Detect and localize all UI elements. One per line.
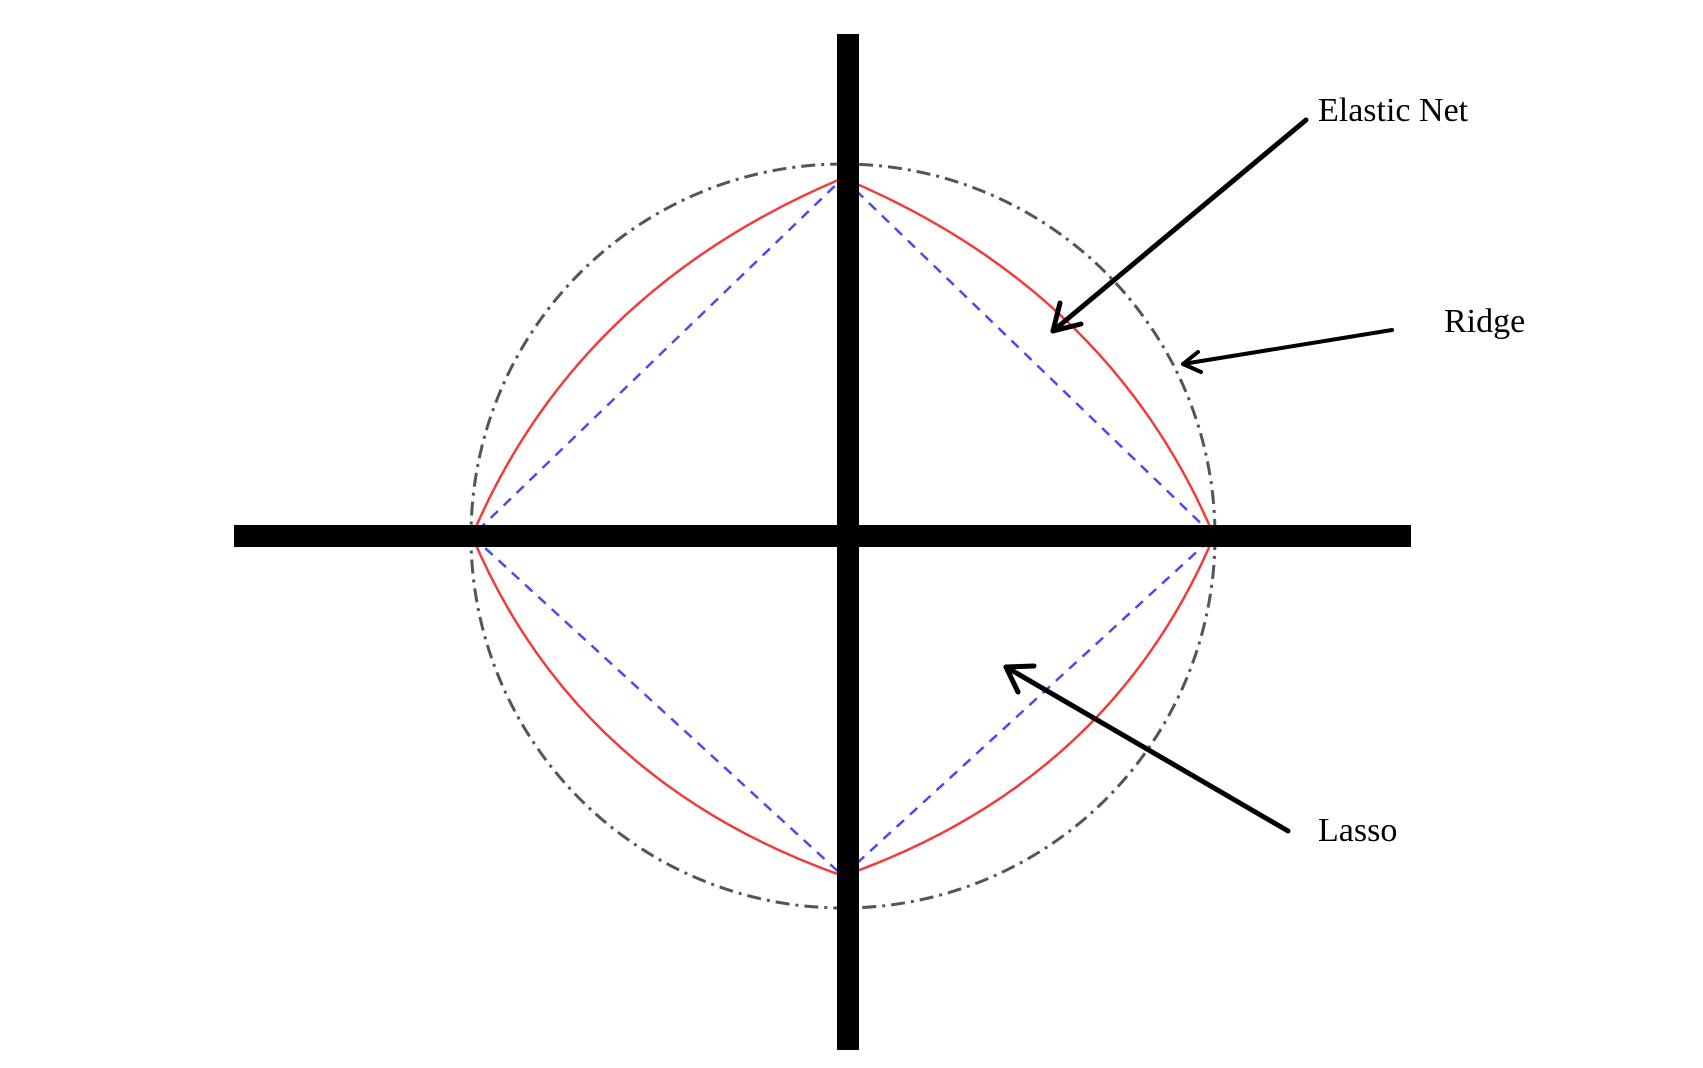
lasso-label: Lasso [1318,812,1397,849]
ridge-label: Ridge [1444,303,1525,340]
elastic-net-arrowhead [1050,300,1084,334]
elastic-net-label: Elastic Net [1318,92,1469,129]
elastic-net-arrow [1050,117,1309,334]
lasso-diamond [470,176,1216,878]
lasso-arrow [1003,664,1291,834]
lasso-arrowhead [1003,663,1037,695]
ridge-arrow [1181,328,1394,366]
ridge-arrowhead [1181,350,1203,374]
